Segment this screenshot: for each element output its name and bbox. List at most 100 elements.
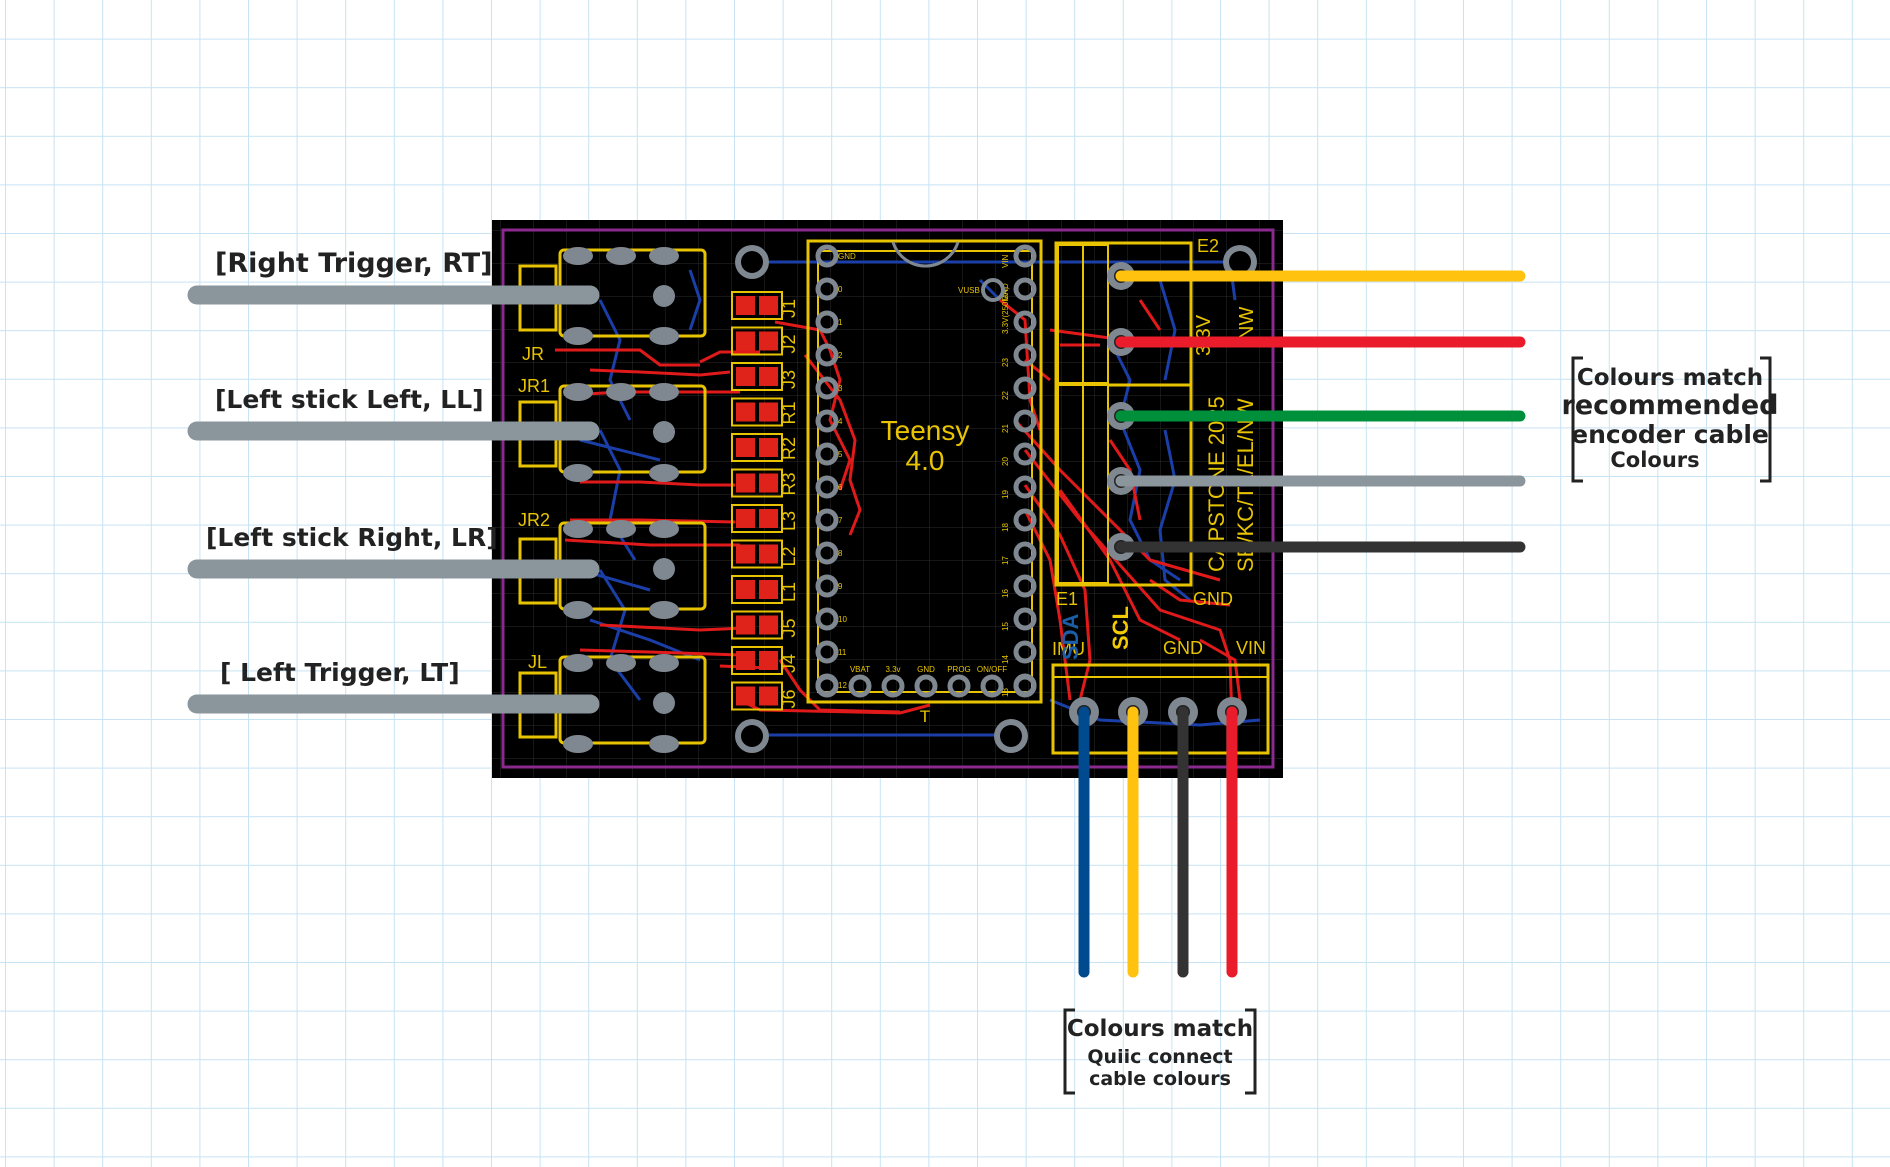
resistor-pad-left [736, 331, 755, 351]
teensy-pin [815, 310, 839, 334]
switch-jl [518, 654, 707, 753]
pcb-grid [492, 220, 1283, 778]
resistor-pad-right [759, 402, 778, 422]
teensy-pin-label: GND [838, 252, 856, 261]
teensy-pin-label: VBAT [850, 665, 870, 674]
teensy-pin [815, 343, 839, 367]
teensy-pin [815, 607, 839, 631]
teensy-vusb-label: VUSB [958, 286, 980, 295]
teensy-pin [1013, 475, 1037, 499]
resistor-outline [731, 504, 783, 533]
label-right-trigger: [Right Trigger, RT] [215, 248, 493, 279]
resistor-outline [731, 362, 783, 391]
resistor-label: J3 [779, 370, 799, 389]
teensy-pin [815, 409, 839, 433]
imu-sda-label: SDA [1058, 613, 1083, 660]
teensy-pin [815, 475, 839, 499]
qwiic-colour-note: Colours match Quiic connect cable colour… [1063, 1008, 1257, 1095]
teensy-pin-label: 9 [838, 582, 843, 591]
teensy-pin [1013, 674, 1037, 698]
resistor-pad-left [736, 544, 755, 564]
teensy-pin [1013, 409, 1037, 433]
resistor-pad-left [736, 686, 755, 706]
teensy-pin [1013, 607, 1037, 631]
teensy-pin-label: 0 [838, 285, 843, 294]
resistor-label: J4 [779, 654, 799, 673]
resistor-pad-right [759, 438, 778, 457]
teensy-pin-label: 3.3V(250MA) [1001, 287, 1010, 334]
resistor-pad-right [759, 544, 778, 564]
resistor-pad-left [736, 367, 755, 386]
teensy-pin [815, 508, 839, 532]
teensy-pin [1013, 508, 1037, 532]
bottom-note-bracket-left [1063, 1008, 1075, 1095]
teensy-pin-label: ON/OFF [977, 665, 1007, 674]
teensy-pin-label: 17 [1001, 556, 1010, 565]
teensy-pin [815, 541, 839, 565]
teensy-pin [815, 640, 839, 664]
resistor-pad-left [736, 473, 755, 493]
imu-label: IMU [1052, 639, 1085, 659]
resistor-label: L2 [779, 546, 799, 566]
teensy-pin-label: 14 [1001, 655, 1010, 664]
teensy-ref: T [920, 707, 930, 726]
resistor-pad-left [736, 509, 755, 528]
tactile-switches [518, 247, 707, 753]
left-labels: [Right Trigger, RT] [Left stick Left, LL… [206, 248, 498, 687]
resistor-pad-left [736, 615, 755, 635]
right-note-bracket-left [1571, 356, 1583, 483]
teensy-pin-label: 5 [838, 450, 843, 459]
resistor-label: J2 [779, 334, 799, 353]
teensy-pin [1013, 343, 1037, 367]
resistor-label: R3 [779, 472, 799, 495]
resistor-label: L3 [779, 511, 799, 531]
teensy-pin-label: 4 [838, 417, 843, 426]
encoder-colour-note: Colours match recommended encoder cable … [1562, 356, 1779, 483]
teensy-pin-label: 19 [1001, 490, 1010, 499]
teensy-pin [1013, 640, 1037, 664]
teensy-pin-label: 3 [838, 384, 843, 393]
teensy-version: 4.0 [906, 445, 945, 476]
encoder-cables [1115, 270, 1526, 553]
resistor-label: J6 [779, 689, 799, 708]
resistor-pad-right [759, 296, 778, 315]
switch-label-jr1: JR1 [518, 376, 550, 396]
resistor-pad-left [736, 651, 755, 670]
resistor-pad-right [759, 686, 778, 706]
teensy-pin-label: 10 [838, 615, 847, 624]
top-copper-traces [555, 298, 1242, 721]
teensy-pin-label: 13 [1001, 688, 1010, 697]
resistor-pad-left [736, 580, 755, 599]
bottom-note-bracket-right [1245, 1008, 1257, 1095]
resistor-pad-left [736, 296, 755, 315]
encoder-nw-label: NW [1236, 307, 1258, 340]
teensy-pin [980, 674, 1004, 698]
teensy-pin-label: 3.3v [885, 665, 900, 674]
resistor-outline [731, 646, 783, 675]
teensy-pin [1013, 541, 1037, 565]
switch-label-jr: JR [522, 344, 544, 364]
bottom-note-line-2: Quiic connect [1087, 1046, 1232, 1068]
right-note-line-3: encoder cable [1571, 420, 1769, 449]
right-note-bracket-right [1760, 356, 1772, 483]
imu-vin-label: VIN [1236, 638, 1266, 658]
teensy-pin [815, 376, 839, 400]
resistor-outline [731, 575, 783, 604]
resistor-outline [731, 397, 783, 427]
resistor-outline [731, 291, 783, 320]
switch-label-jl: JL [528, 652, 547, 672]
teensy-pin-label: 6 [838, 483, 843, 492]
right-note-line-2: recommended [1562, 390, 1779, 421]
resistor-pads [731, 291, 783, 711]
resistor-pad-right [759, 509, 778, 528]
resistor-label: R1 [779, 401, 799, 424]
teensy-pin [1013, 574, 1037, 598]
switch-jr [518, 247, 707, 345]
teensy-pin-label: 1 [838, 318, 843, 327]
imu-scl-label: SCL [1108, 606, 1133, 650]
teensy-pin [815, 277, 839, 301]
teensy-pin-label: 12 [838, 681, 847, 690]
